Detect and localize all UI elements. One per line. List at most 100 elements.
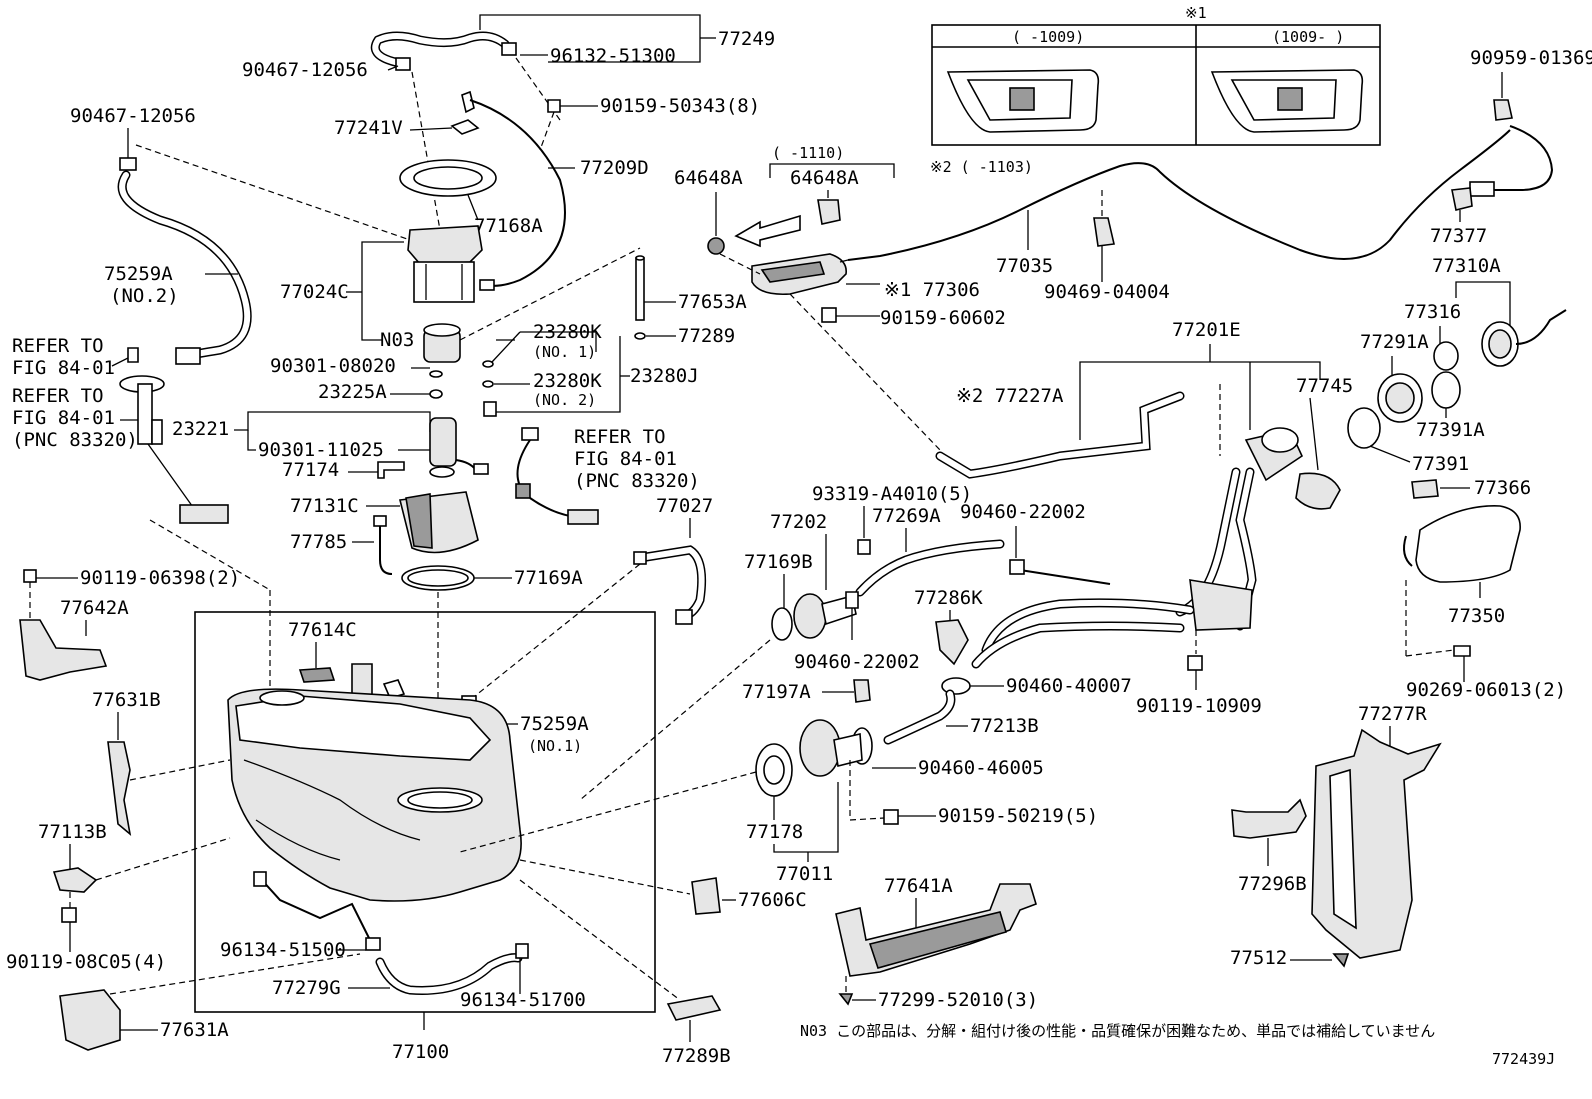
refer3-line3: (PNC 83320) xyxy=(574,470,700,492)
range-1103: ※2 ( -1103) xyxy=(930,158,1033,176)
part-group-pump-top: 90159-50343(8) 77241V 77209D 77168A 7702… xyxy=(280,90,760,363)
label-77350: 77350 xyxy=(1448,605,1505,627)
part-group-77641A: 77641A 77299-52010(3) xyxy=(835,875,1038,1011)
part-group-75259A-no2: 90467-12056 75259A (NO.2) xyxy=(70,105,411,365)
label-77306: ※1 77306 xyxy=(884,279,980,301)
label-77168A: 77168A xyxy=(474,215,543,237)
label-77100: 77100 xyxy=(392,1041,449,1063)
footnote-N03: N03 この部品は、分解・組付け後の性能・品質確保が困難なため、単品では補給して… xyxy=(800,1022,1435,1040)
refer3-line1: REFER TO xyxy=(574,426,666,448)
label-77291A: 77291A xyxy=(1360,331,1429,353)
label-77289B: 77289B xyxy=(662,1045,731,1067)
label-77035: 77035 xyxy=(996,255,1053,277)
label-90159-60602: 90159-60602 xyxy=(880,307,1006,329)
label-90460-40007: 90460-40007 xyxy=(1006,675,1132,697)
label-77011: 77011 xyxy=(776,863,833,885)
label-77202: 77202 xyxy=(770,511,827,533)
label-77213B: 77213B xyxy=(970,715,1039,737)
label-77310A: 77310A xyxy=(1432,255,1501,277)
label-77299-52010: 77299-52010(3) xyxy=(878,989,1038,1011)
label-90301-08020: 90301-08020 xyxy=(270,355,396,377)
label-77286K: 77286K xyxy=(914,587,983,609)
label-77289: 77289 xyxy=(678,325,735,347)
label-77269A: 77269A xyxy=(872,505,941,527)
refer1-line1: REFER TO xyxy=(12,335,104,357)
label-90119-08C05: 90119-08C05(4) xyxy=(6,951,166,973)
label-77277R: 77277R xyxy=(1358,703,1427,725)
label-N03: N03 xyxy=(380,329,414,351)
no2-b: (NO. 2) xyxy=(533,391,596,409)
label-90460-22002-b: 90460-22002 xyxy=(794,651,920,673)
label-77113B: 77113B xyxy=(38,821,107,843)
part-group-fuel-lid: 77366 77350 90269-06013(2) xyxy=(1403,477,1566,701)
label-90159-50219: 90159-50219(5) xyxy=(938,805,1098,827)
label-23225A: 23225A xyxy=(318,381,387,403)
refer2-line1: REFER TO xyxy=(12,385,104,407)
diagram-id: 772439J xyxy=(1492,1050,1555,1068)
label-77169A: 77169A xyxy=(514,567,583,589)
part-group-left-brackets: 90119-06398(2) 77642A 77631B 77113B 9011… xyxy=(6,567,361,1051)
label-77227A: ※2 77227A xyxy=(956,385,1064,407)
label-77377: 77377 xyxy=(1430,225,1487,247)
part-group-77310A: 77310A 77316 77291A 77391A 77391 xyxy=(1347,255,1567,475)
label-90959-01369: 90959-01369 xyxy=(1470,47,1592,69)
no1-a: (NO.1) xyxy=(528,737,582,755)
label-90159-50343: 90159-50343(8) xyxy=(600,95,760,117)
label-77391A: 77391A xyxy=(1416,419,1485,441)
label-77631B: 77631B xyxy=(92,689,161,711)
part-group-77035: ※2 ( -1103) 77035 90469-04004 xyxy=(839,129,1511,303)
label-77296B: 77296B xyxy=(1238,873,1307,895)
label-77606C: 77606C xyxy=(738,889,807,911)
label-77249: 77249 xyxy=(718,28,775,50)
label-23280J: 23280J xyxy=(630,365,699,387)
label-77027: 77027 xyxy=(656,495,713,517)
label-77178: 77178 xyxy=(746,821,803,843)
part-group-77377: 90959-01369 77377 xyxy=(1430,47,1592,247)
label-90469-04004: 90469-04004 xyxy=(1044,281,1170,303)
label-77745: 77745 xyxy=(1296,375,1353,397)
label-75259A-no2: 75259A xyxy=(104,263,173,285)
label-23280K-1: 23280K xyxy=(533,321,602,343)
label-96132-51300: 96132-51300 xyxy=(550,45,676,67)
label-77642A: 77642A xyxy=(60,597,129,619)
part-group-77306: 64648A ( -1110) 64648A ※1 77306 90159-60… xyxy=(674,144,1006,451)
label-90467-12056-left: 90467-12056 xyxy=(70,105,196,127)
label-64648A-right: 64648A xyxy=(790,167,859,189)
range-1110: ( -1110) xyxy=(772,144,844,162)
label-77316: 77316 xyxy=(1404,301,1461,323)
inset-marker: ※1 xyxy=(1185,4,1207,22)
label-77366: 77366 xyxy=(1474,477,1531,499)
part-group-clips-bottom: 77606C 77289B xyxy=(662,877,807,1067)
label-77512: 77512 xyxy=(1230,947,1287,969)
fuel-tank-frame: 77100 77614C 75259A (NO.1) 96134-51500 7… xyxy=(194,611,691,1063)
part-group-pump-internals: 23280K (NO. 1) 90301-08020 23280K (NO. 2… xyxy=(172,321,699,790)
label-77241V: 77241V xyxy=(334,117,403,139)
label-93319: 93319-A4010(5) xyxy=(812,483,972,505)
label-77653A: 77653A xyxy=(678,291,747,313)
label-77641A: 77641A xyxy=(884,875,953,897)
label-90460-22002-a: 90460-22002 xyxy=(960,501,1086,523)
refer3-line2: FIG 84-01 xyxy=(574,448,677,470)
label-64648A-left: 64648A xyxy=(674,167,743,189)
refer2-line3: (PNC 83320) xyxy=(12,429,138,451)
label-77024C: 77024C xyxy=(280,281,349,303)
refer2-line2: FIG 84-01 xyxy=(12,407,115,429)
part-group-77277R: 77277R 77296B 77512 xyxy=(1230,703,1442,969)
part-group-inlet: 93319-A4010(5) 77202 77269A 77169B 90460… xyxy=(459,483,1132,885)
label-77169B: 77169B xyxy=(744,551,813,573)
direction-arrow-icon xyxy=(734,214,801,248)
label-77197A: 77197A xyxy=(742,681,811,703)
label-77279G: 77279G xyxy=(272,977,341,999)
part-group-77249: 77249 96132-51300 90467-12056 xyxy=(242,14,775,231)
label-90467-12056-top: 90467-12056 xyxy=(242,59,368,81)
refer1-line2: FIG 84-01 xyxy=(12,357,115,379)
label-96134-51500: 96134-51500 xyxy=(220,939,346,961)
label-77391: 77391 xyxy=(1412,453,1469,475)
label-77614C: 77614C xyxy=(288,619,357,641)
label-75259A-no1: 75259A xyxy=(520,713,589,735)
label-77131C: 77131C xyxy=(290,495,359,517)
label-77785: 77785 xyxy=(290,531,347,553)
label-77174: 77174 xyxy=(282,459,339,481)
label-90269-06013: 90269-06013(2) xyxy=(1406,679,1566,701)
